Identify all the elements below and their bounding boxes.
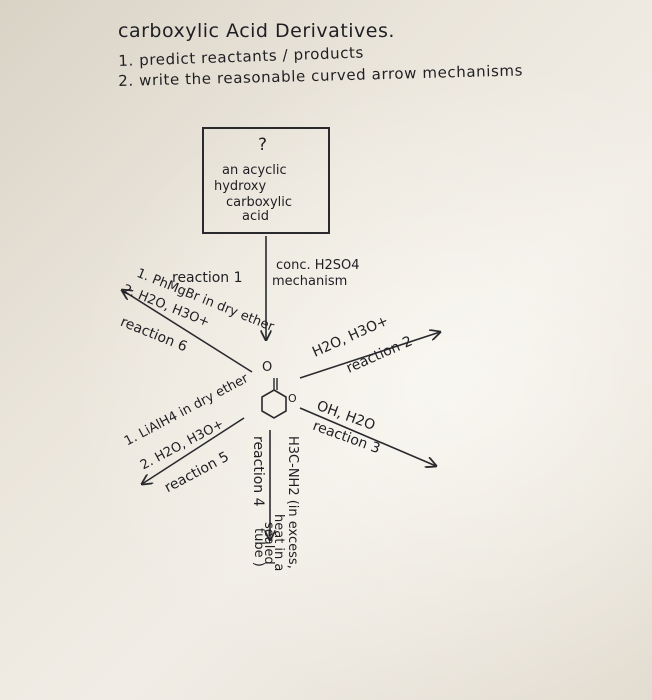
reaction-4-reagent-1: H3C-NH2 (in excess, — [285, 436, 300, 569]
box-line-3: carboxylic — [226, 195, 293, 210]
question-mark: ? — [258, 135, 268, 155]
reaction-4-reagent-4: tube ) — [251, 528, 266, 567]
ring-oxygen-label: O — [288, 392, 297, 405]
reaction-1-reagent-2: mechanism — [272, 274, 348, 289]
reaction-5-arrow — [142, 417, 245, 484]
reaction-2-arrow — [299, 332, 440, 379]
page-title: carboxylic Acid Derivatives. — [118, 20, 395, 42]
starting-material-box: ? an acyclic hydroxy carboxylic acid — [202, 127, 330, 234]
reaction-3-arrow — [299, 407, 436, 466]
reaction-4-label: reaction 4 — [250, 436, 266, 507]
reaction-1-label: reaction 1 — [172, 270, 243, 286]
reaction-1-reagent-1: conc. H2SO4 — [276, 258, 360, 273]
carbonyl-oxygen-label: O — [262, 360, 273, 375]
box-line-2: hydroxy — [214, 179, 267, 194]
reaction-6-arrow — [122, 290, 253, 373]
box-line-4: acid — [242, 209, 269, 224]
box-line-1: an acyclic — [222, 163, 287, 178]
lactone-ring — [261, 378, 287, 419]
